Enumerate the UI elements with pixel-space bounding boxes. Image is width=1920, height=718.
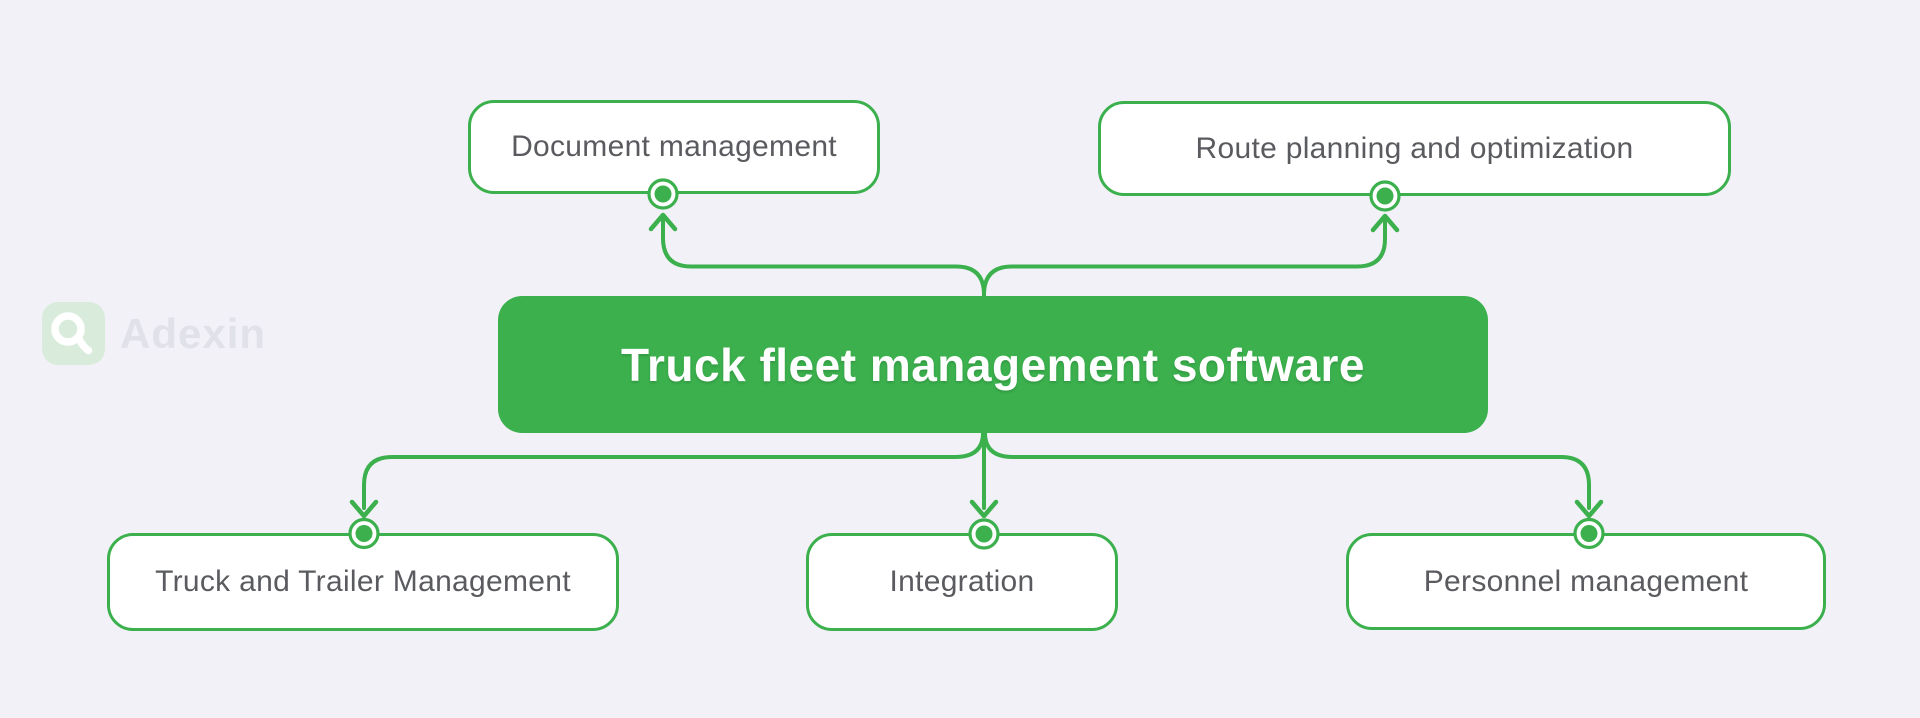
arrow-up-icon [648, 212, 678, 232]
connector-bottom-left [362, 431, 985, 510]
brand-watermark: Adexin [42, 302, 266, 365]
brand-name: Adexin [120, 309, 267, 357]
connector-bottom-right [983, 431, 1591, 510]
node-route-planning: Route planning and optimization [1098, 101, 1731, 196]
connector-top-right [982, 219, 1387, 297]
arrow-down-icon [349, 499, 379, 519]
adexin-a-glyph [51, 312, 93, 355]
node-truck-trailer-management: Truck and Trailer Management [107, 533, 619, 631]
node-personnel-management: Personnel management [1346, 533, 1826, 630]
node-label: Route planning and optimization [1195, 131, 1634, 165]
node-integration: Integration [806, 533, 1118, 631]
arrow-up-icon [1370, 213, 1400, 233]
node-label: Document management [511, 130, 837, 163]
node-document-management: Document management [468, 100, 880, 194]
arrow-down-icon [969, 499, 999, 519]
node-label: Truck and Trailer Management [155, 565, 571, 598]
connector-top-left [661, 218, 986, 298]
node-label: Personnel management [1423, 564, 1749, 598]
node-label: Integration [889, 565, 1035, 598]
node-truck-fleet-software: Truck fleet management software [498, 296, 1488, 433]
arrow-down-icon [1574, 499, 1604, 519]
diagram-title: Truck fleet management software [620, 338, 1366, 391]
adexin-logo-icon [42, 302, 105, 365]
